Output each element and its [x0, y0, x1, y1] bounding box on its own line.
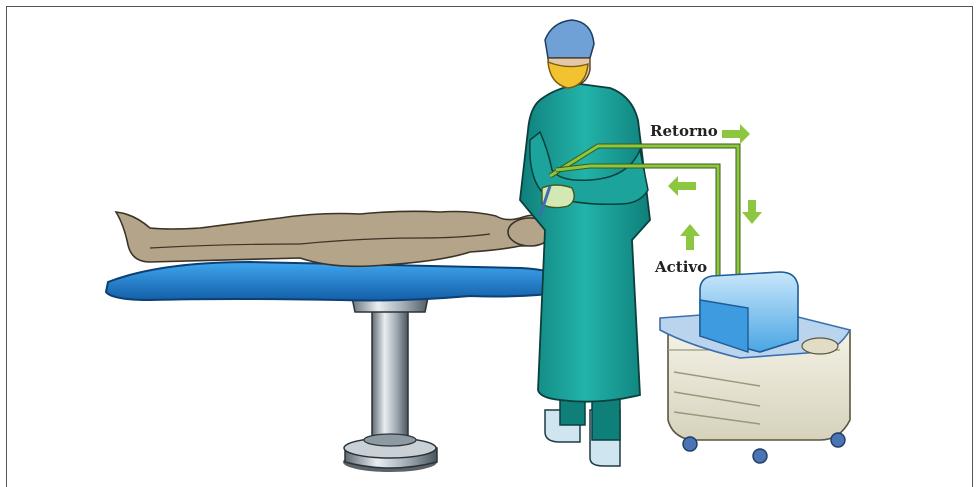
flow-arrows [668, 124, 762, 250]
arrow-up-icon [680, 224, 700, 250]
active-label: Activo [654, 258, 707, 276]
arrow-down-icon [742, 200, 762, 224]
wheel [831, 433, 845, 447]
arrow-right-icon [722, 124, 750, 144]
table-pad [106, 262, 568, 301]
arrow-left-icon [668, 176, 696, 196]
wheel [683, 437, 697, 451]
patient-body [116, 211, 553, 266]
electrosurgical-unit [660, 272, 850, 463]
return-label: Retorno [650, 122, 718, 140]
patient [116, 211, 553, 266]
cart-cup-holder [802, 338, 838, 354]
operating-table [106, 262, 568, 472]
surgeon-cap [545, 20, 594, 58]
table-column [372, 300, 408, 440]
wheel [753, 449, 767, 463]
